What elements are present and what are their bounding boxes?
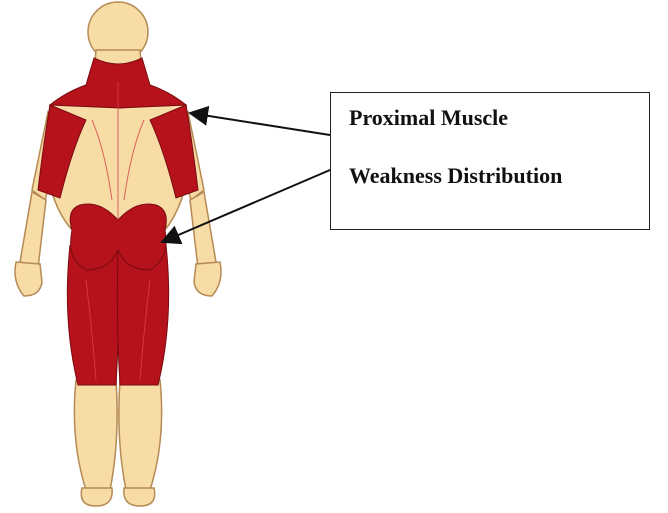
right-lower-leg <box>119 380 162 490</box>
label-line-1: Proximal Muscle <box>349 105 508 131</box>
right-forearm <box>190 192 216 268</box>
left-foot <box>81 488 112 506</box>
label-line-2: Weakness Distribution <box>349 163 562 189</box>
right-hand <box>194 262 221 296</box>
right-foot <box>124 488 155 506</box>
left-lower-leg <box>74 380 117 490</box>
left-hand <box>15 262 42 296</box>
label-box: Proximal Muscle Weakness Distribution <box>330 92 650 230</box>
left-forearm <box>20 192 46 268</box>
arrow-icon-shoulder <box>190 113 330 135</box>
